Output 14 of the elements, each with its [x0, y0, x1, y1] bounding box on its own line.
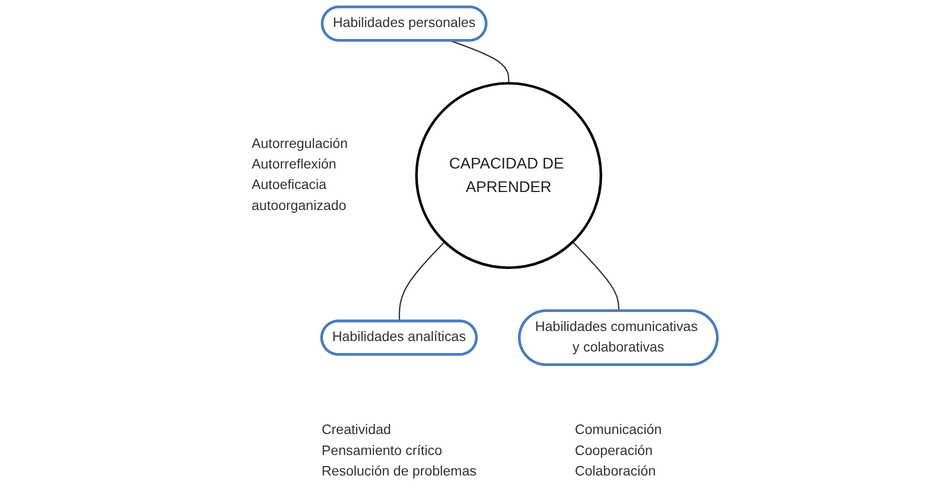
connector: [399, 241, 446, 322]
node-label: Colaboración: [575, 464, 656, 479]
connector: [572, 241, 620, 312]
node-label: Autorregulación: [252, 136, 348, 152]
connector: [450, 40, 510, 84]
node-label: Comunicación: [575, 423, 662, 438]
node-label: Pensamiento crítico: [322, 444, 443, 458]
node-label: Autoeficacia: [252, 178, 327, 193]
node-label: Autorreflexión: [252, 157, 337, 172]
node-label: autoorganizado: [252, 198, 347, 214]
node-circle: CAPACIDAD DE APRENDER: [416, 82, 603, 270]
node-label: Resolución de problemas: [322, 464, 477, 479]
node-label: Creatividad: [322, 423, 392, 438]
node-label: Cooperación: [575, 444, 654, 458]
